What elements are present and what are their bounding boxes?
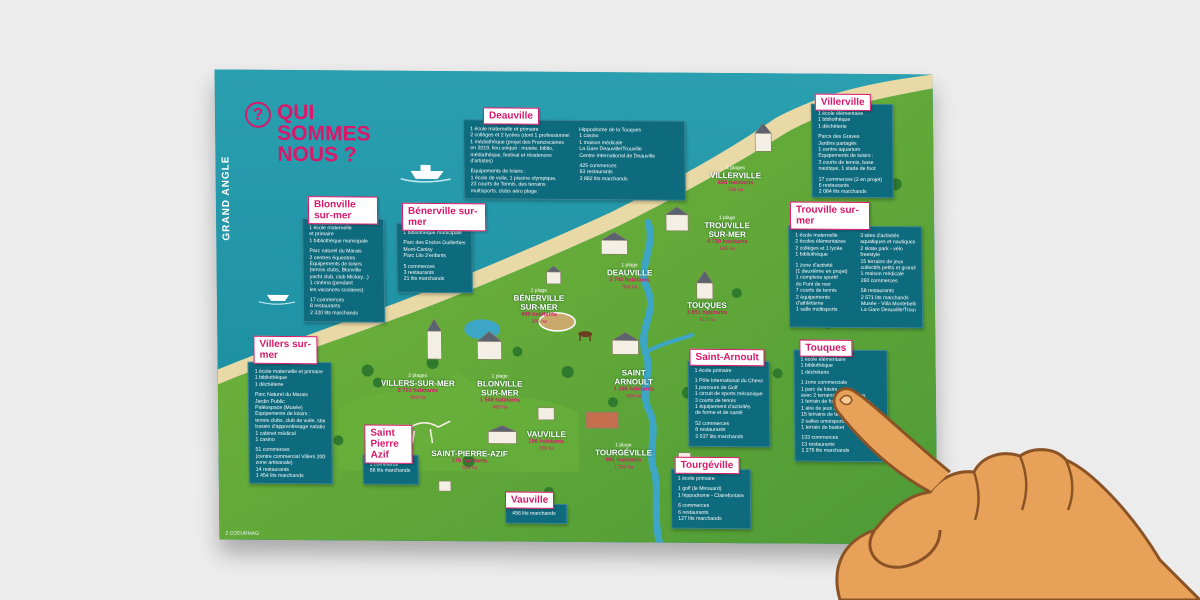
pointing-hand-icon [832, 387, 1200, 600]
town-name: BÉNERVILLE SUR-MER [513, 293, 565, 312]
tag-deauville: Deauville [482, 107, 540, 125]
beach-strip [217, 74, 933, 385]
town-trouville: 1 plage TROUVILLE SUR-MER 4 720 habitant… [694, 215, 760, 252]
tag-trouville: Trouville sur-mer [789, 201, 871, 231]
hand-finger [832, 387, 951, 494]
town-saint-pierre: SAINT-PIERRE-AZIF 170 habitants 529 ha [425, 449, 515, 472]
town-benerville: 1 plage BÉNERVILLE SUR-MER 488 habitants… [507, 288, 571, 325]
trouville-col2: 3 sites d'activités aquatiques et nautiq… [860, 233, 916, 314]
town-area: 300 ha [531, 318, 547, 325]
town-name: VILLERS-SUR-MER [380, 378, 455, 389]
info-line: 2 320 lits marchands [310, 310, 359, 317]
hand-thumb [868, 529, 942, 569]
info-line: 66 lits marchands [369, 467, 411, 475]
town-area: 529 ha [462, 465, 478, 472]
town-name: SAINT ARNOULT [614, 368, 654, 387]
town-vauville: VAUVILLE 196 habitants 355 ha [518, 430, 574, 452]
brochure-spread: GRAND ANGLE 2 COEURMAG ? QUI SOMMES NOUS… [214, 69, 938, 545]
town-tourgeville: 1 plage TOURGÉVILLE 941 habitants 1 300 … [586, 442, 660, 471]
info-line: 1 salle multisports [795, 307, 838, 314]
town-name: BLONVILLE SUR-MER [477, 379, 523, 398]
tag-blonville: Blonville sur-mer [307, 196, 379, 225]
tag-benerville: Bénerville sur-mer [401, 202, 487, 232]
tag-saint-pierre: Saint Pierre Azif [364, 424, 413, 464]
footer-page-number: 2 COEURMAG [225, 530, 260, 537]
page-title: QUI SOMMES NOUS ? [276, 100, 371, 167]
side-label: GRAND ANGLE [220, 155, 233, 241]
info-line: 456 lits marchands [512, 510, 556, 517]
deauville-col2: Hippodrome de la Touques 1 casino 1 mais… [579, 127, 679, 196]
horse [578, 331, 593, 342]
town-area: 1 300 ha [613, 464, 634, 471]
town-villerville: 2 plages VILLERVILLE 698 habitants 236 h… [695, 165, 775, 194]
info-box-benerville: 1 bibliothèque municipale Parc des Enclo… [396, 222, 473, 294]
town-area: 236 ha [728, 187, 744, 194]
town-area: 685 ha [719, 245, 736, 253]
town-name: VAUVILLE [526, 429, 566, 439]
town-area: 480 ha [492, 404, 508, 411]
town-villers: 2 plages VILLERS-SUR-MER 2 721 habitants… [376, 373, 460, 402]
tag-saint-arnoult: Saint-Arnoult [689, 348, 765, 367]
town-saint-arnoult: SAINT ARNOULT 1 196 habitants 590 ha [604, 368, 664, 399]
info-line: La Gare Deauville/Trouville [860, 307, 917, 314]
info-line: 1 hippodrome - Clairefontaine [677, 492, 744, 500]
info-line: 2 037 lits marchands [695, 433, 744, 440]
boat-2 [258, 294, 296, 305]
boat [400, 164, 451, 183]
town-area: 990 ha [410, 394, 426, 401]
town-name: TROUVILLE SUR-MER [704, 220, 750, 240]
hand-knuckle-lines [972, 455, 1074, 521]
town-area: 355 ha [538, 445, 555, 452]
town-name: SAINT-PIERRE-AZIF [431, 448, 508, 459]
info-line: multisports, clubs aéro plage [470, 187, 537, 195]
info-line: 127 lits marchands [678, 515, 722, 523]
buildings [426, 122, 772, 492]
river-branch [643, 332, 695, 355]
tag-tourgeville: Tourgéville [674, 456, 740, 475]
race-track [538, 312, 576, 332]
town-blonville: 1 plage BLONVILLE SUR-MER 1 549 habitant… [468, 373, 532, 410]
town-area: 810 ha [699, 316, 715, 323]
town-name: TOURGÉVILLE [595, 448, 652, 458]
question-circle-icon: ? [244, 101, 272, 128]
info-line: 1 bibliothèque municipale [309, 237, 368, 245]
info-box-tourgeville: 1 école primaire 1 golf (le Mirouard) 1 … [670, 468, 752, 530]
info-box-villerville: 1 école élémentaire 1 bibliothèque 1 déc… [810, 103, 894, 199]
hand-palm [835, 448, 1200, 600]
info-line: 21 lits marchands [403, 276, 445, 283]
town-deauville: 1 plage DEAUVILLE 3 740 habitants 356 ha [595, 262, 665, 290]
town-area: 590 ha [626, 393, 642, 400]
tag-villers: Villers sur-mer [253, 335, 318, 365]
tag-vauville: Vauville [504, 491, 555, 509]
town-area: 356 ha [622, 284, 638, 291]
info-line: 3 882 lits marchands [579, 175, 628, 183]
tag-touques: Touques [799, 339, 853, 357]
deauville-col1: 1 école maternelle et primaire 2 collège… [470, 126, 570, 195]
info-line: 1 454 lits marchands [255, 472, 304, 480]
trouville-col1: 1 école maternelle 2 écoles élémentaires… [795, 233, 851, 314]
info-line: 2 084 lits marchands [818, 189, 867, 196]
info-box-villers: 1 école maternelle et primaire 1 bibliot… [247, 361, 333, 485]
info-box-saint-arnoult: 1 école primaire 1 Pôle International du… [687, 360, 771, 448]
hand-nail [839, 394, 853, 406]
tag-villerville: Villerville [814, 93, 871, 112]
town-name: DEAUVILLE [606, 268, 653, 278]
town-touques: TOUQUES 3 851 habitants 810 ha [679, 301, 735, 323]
town-name: TOUQUES [687, 300, 727, 311]
river [640, 218, 663, 545]
info-box-blonville: 1 école maternelle et primaire 1 bibliot… [302, 218, 386, 323]
info-box-deauville: 1 école maternelle et primaire 2 collège… [463, 119, 686, 201]
info-box-trouville: 1 école maternelle 2 écoles élémentaires… [788, 225, 924, 329]
